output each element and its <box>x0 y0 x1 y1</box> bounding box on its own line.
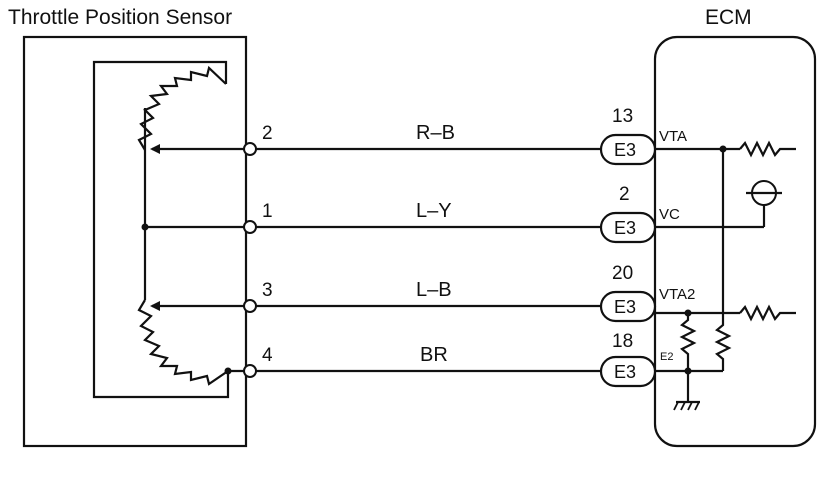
connector-oval <box>599 290 657 323</box>
ecm-housing <box>653 35 817 448</box>
sensor-pin-label: 4 <box>262 345 273 366</box>
wire-color-label: L–Y <box>416 200 452 222</box>
wire-color-label: R–B <box>416 122 455 144</box>
ecm-resistor-vta2 <box>739 304 796 322</box>
ecm-signal-label: VC <box>659 206 680 223</box>
ecm-resistor-pulldown <box>679 313 697 371</box>
ecm-resistor-pulldown <box>714 318 732 371</box>
ecm-pin-number: 13 <box>612 106 633 127</box>
ground-icon <box>673 400 700 411</box>
ecm-pin-number: 20 <box>612 263 633 284</box>
ecm-signal-label: VTA2 <box>659 286 695 303</box>
sensor-pin-label: 1 <box>262 201 273 222</box>
sensor-resistor-upper <box>137 65 227 151</box>
sensor-terminal <box>243 299 257 313</box>
connector-label: E3 <box>614 218 636 238</box>
sensor-resistor-lower <box>137 299 229 386</box>
connector-label: E3 <box>614 140 636 160</box>
sensor-housing <box>22 35 248 448</box>
ecm-signal-label: E2 <box>660 351 673 363</box>
sensor-title: Throttle Position Sensor <box>8 6 232 29</box>
sensor-pin-label: 2 <box>262 123 273 144</box>
sensor-terminal <box>243 142 257 156</box>
connector-label: E3 <box>614 362 636 382</box>
wire-color-label: BR <box>420 344 448 366</box>
sensor-terminal <box>243 364 257 378</box>
ecm-title: ECM <box>705 6 752 29</box>
connector-label: E3 <box>614 297 636 317</box>
ecm-signal-label: VTA <box>659 128 687 145</box>
ecm-pin-number: 2 <box>619 184 630 205</box>
sensor-inner-frame <box>92 60 230 399</box>
wire-color-label: L–B <box>416 279 452 301</box>
ecm-pin-number: 18 <box>612 331 633 352</box>
ecm-resistor-vta <box>739 140 796 158</box>
sensor-terminal <box>243 220 257 234</box>
sensor-pin-label: 3 <box>262 280 273 301</box>
